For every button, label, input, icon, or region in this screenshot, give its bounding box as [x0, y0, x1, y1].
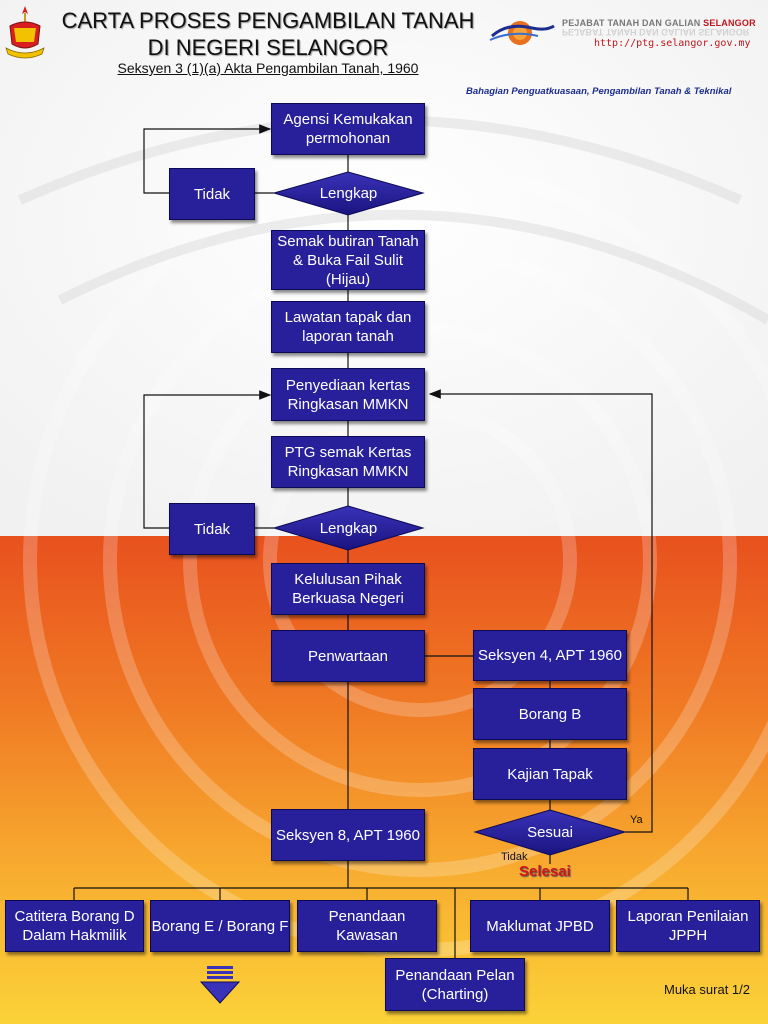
decision-lengkap-2: Lengkap	[319, 519, 378, 537]
step-borang-b: Borang B	[473, 688, 627, 740]
continue-down-arrow-icon	[199, 966, 241, 1004]
step-semak-butiran: Semak butiran Tanah & Buka Fail Sulit (H…	[271, 230, 425, 290]
decision-sesuai: Sesuai	[527, 824, 573, 841]
step-tidak-2: Tidak	[169, 503, 255, 555]
step-kajian-tapak: Kajian Tapak	[473, 748, 627, 800]
decision-sesuai-shape	[473, 809, 627, 856]
edge-sesuai-ya-penyediaan	[428, 389, 653, 833]
edge-tidak1-agensi	[143, 124, 272, 194]
edge-label-tidak: Tidak	[501, 851, 528, 863]
page-title-line-2: DI NEGERI SELANGOR	[147, 35, 389, 60]
step-lawatan-tapak: Lawatan tapak dan laporan tanah	[271, 301, 425, 353]
page-title-line-1: CARTA PROSES PENGAMBILAN TANAH	[61, 8, 475, 33]
step-maklumat-jpbd: Maklumat JPBD	[470, 900, 610, 952]
selangor-crest-icon	[5, 6, 45, 59]
step-kelulusan: Kelulusan Pihak Berkuasa Negeri	[271, 563, 425, 615]
organisation-name-text: PEJABAT TANAH DAN GALIAN	[562, 18, 701, 28]
step-seksyen-8: Seksyen 8, APT 1960	[271, 809, 425, 861]
decision-lengkap-1: Lengkap	[319, 185, 378, 202]
step-penyediaan-kertas: Penyediaan kertas Ringkasan MMKN	[271, 368, 425, 421]
step-catitera-borang-d: Catitera Borang D Dalam Hakmilik	[5, 900, 144, 952]
step-laporan-penilaian-jpph: Laporan Penilaian JPPH	[616, 900, 760, 952]
page-subtitle: Seksyen 3 (1)(a) Akta Pengambilan Tanah,…	[117, 60, 419, 76]
page-number: Muka surat 1/2	[664, 982, 750, 997]
decision-lengkap-2-shape	[272, 505, 425, 551]
organisation-name-highlight: SELANGOR	[703, 18, 756, 28]
organisation-unit: Bahagian Penguatkuasaan, Pengambilan Tan…	[466, 86, 732, 97]
step-ptg-semak: PTG semak Kertas Ringkasan MMKN	[271, 436, 425, 488]
organisation-name: PEJABAT TANAH DAN GALIAN SELANGOR	[562, 18, 756, 28]
edge-tidak2-penyediaan	[143, 390, 272, 529]
decision-lengkap-1-shape	[272, 171, 425, 216]
step-seksyen-4: Seksyen 4, APT 1960	[473, 630, 627, 681]
edge-label-ya: Ya	[630, 814, 643, 826]
step-penandaan-kawasan: Penandaan Kawasan	[297, 900, 437, 952]
step-penwartaan: Penwartaan	[271, 630, 425, 682]
step-penandaan-pelan: Penandaan Pelan (Charting)	[385, 958, 525, 1011]
step-agensi-kemukakan-permohonan: Agensi Kemukakan permohonan	[271, 103, 425, 155]
step-tidak-1: Tidak	[169, 168, 255, 220]
organisation-url[interactable]: http://ptg.selangor.gov.my	[594, 38, 751, 49]
end-label-selesai: Selesai	[519, 863, 571, 880]
step-borang-e-f: Borang E / Borang F	[150, 900, 290, 952]
ptg-logo-icon	[489, 21, 555, 45]
